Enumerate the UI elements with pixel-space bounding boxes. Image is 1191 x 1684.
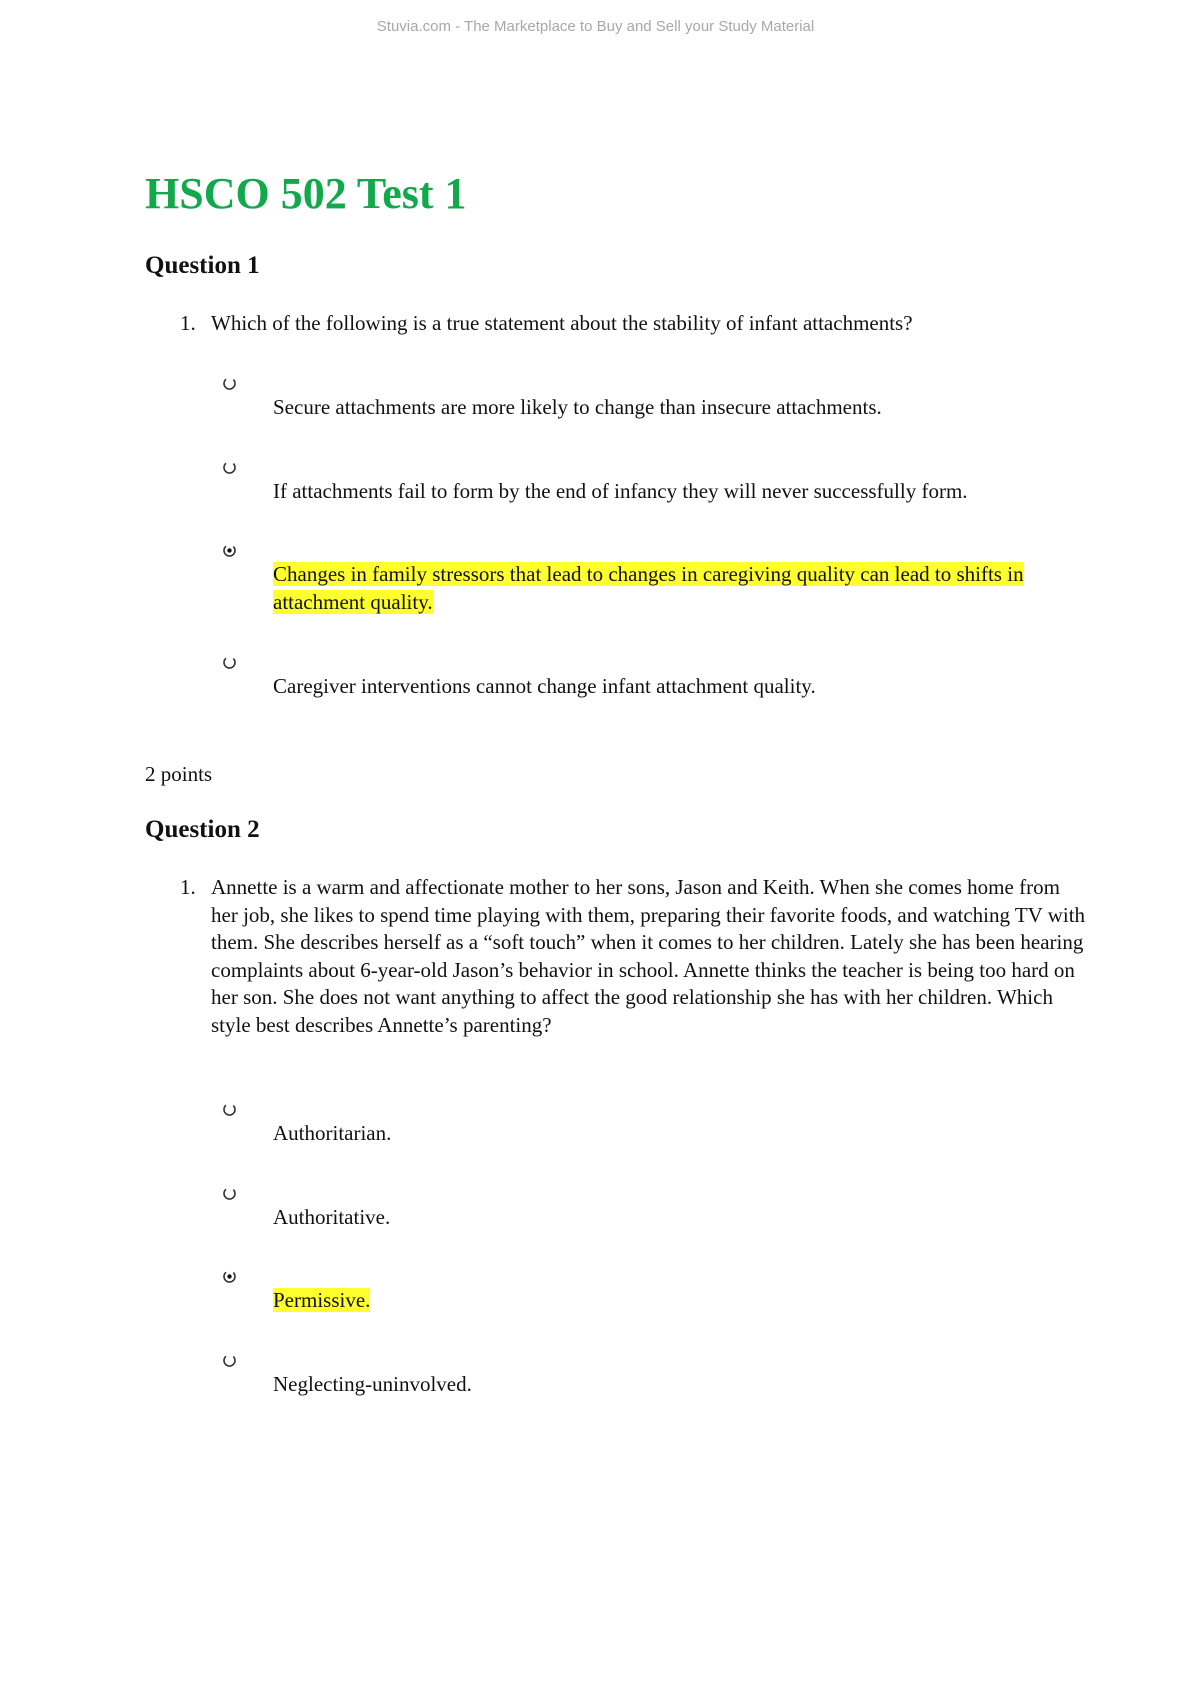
question-2-heading: Question 2 <box>145 816 260 843</box>
q2-option-2-label: Authoritative. <box>273 1205 391 1229</box>
radio-q1-option-1[interactable] <box>222 376 237 391</box>
highlighted-answer: Changes in family stressors that lead to… <box>273 562 1024 614</box>
question-1-text: Which of the following is a true stateme… <box>211 311 913 335</box>
radio-q2-option-1[interactable] <box>222 1102 237 1117</box>
question-1-heading: Question 1 <box>145 252 260 279</box>
question-2-number: 1. <box>180 875 196 899</box>
page-title: HSCO 502 Test 1 <box>145 169 467 218</box>
question-1-number: 1. <box>180 311 196 335</box>
radio-q1-option-2[interactable] <box>222 460 237 475</box>
q2-option-1-label: Authoritarian. <box>273 1121 392 1145</box>
q2-option-4-label: Neglecting-uninvolved. <box>273 1372 472 1396</box>
watermark: Stuvia.com - The Marketplace to Buy and … <box>376 18 815 35</box>
radio-q1-option-4[interactable] <box>222 655 237 670</box>
highlighted-answer: Permissive. <box>273 1288 371 1312</box>
radio-q2-option-2[interactable] <box>222 1186 237 1201</box>
radio-q2-option-3-selected[interactable] <box>222 1269 237 1284</box>
radio-q2-option-4[interactable] <box>222 1353 237 1368</box>
q1-option-2-label: If attachments fail to form by the end o… <box>273 479 968 503</box>
radio-q1-option-3-selected[interactable] <box>222 543 237 558</box>
q1-option-3-label: Changes in family stressors that lead to… <box>273 561 1063 616</box>
q1-option-1-label: Secure attachments are more likely to ch… <box>273 395 882 419</box>
q2-option-3-label: Permissive. <box>273 1287 1063 1315</box>
question-2-text: Annette is a warm and affectionate mothe… <box>211 875 1086 1037</box>
q1-option-4-label: Caregiver interventions cannot change in… <box>273 674 816 698</box>
question-1-points: 2 points <box>145 762 213 786</box>
